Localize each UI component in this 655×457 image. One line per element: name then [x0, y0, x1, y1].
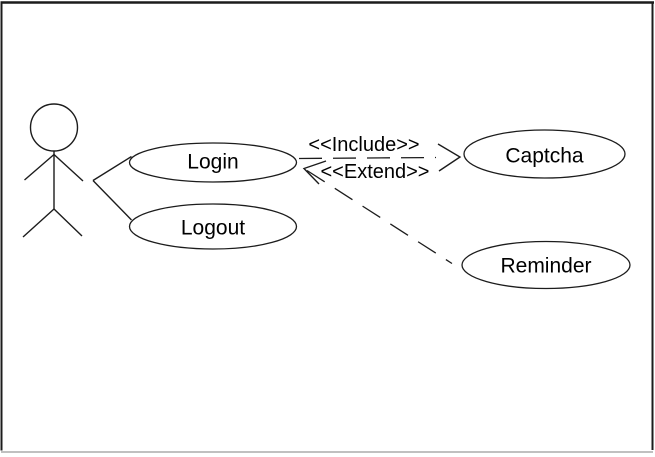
use-case-logout: Logout	[128, 203, 298, 250]
logout-label: Logout	[181, 217, 245, 240]
actor-right-leg	[53, 208, 83, 237]
actor-right-arm	[53, 153, 84, 182]
extend-line	[306, 169, 453, 265]
login-label: Login	[187, 151, 238, 174]
include-line	[298, 156, 437, 160]
logout-ellipse	[128, 203, 298, 250]
actor-associations	[92, 155, 133, 221]
use-case-captcha: Captcha	[463, 129, 626, 179]
actor-left-arm	[24, 153, 55, 181]
include-relationship: <<Include>>	[298, 134, 462, 172]
association-actor-logout	[92, 180, 133, 221]
extend-relationship: <<Extend>>	[302, 160, 453, 265]
extend-arrowhead-icon	[302, 160, 327, 185]
extend-label: <<Extend>>	[321, 161, 430, 183]
actor-figure	[22, 103, 84, 238]
reminder-ellipse	[461, 240, 631, 290]
include-label: <<Include>>	[308, 134, 419, 156]
use-case-login: Login	[128, 142, 298, 183]
association-actor-login	[92, 155, 132, 182]
actor-left-leg	[22, 208, 55, 238]
use-case-reminder: Reminder	[461, 240, 631, 290]
login-ellipse	[128, 142, 298, 183]
include-arrowhead-icon	[437, 143, 462, 172]
reminder-label: Reminder	[500, 255, 591, 278]
captcha-label: Captcha	[505, 145, 584, 168]
captcha-ellipse	[463, 129, 626, 179]
actor-head	[29, 103, 79, 152]
